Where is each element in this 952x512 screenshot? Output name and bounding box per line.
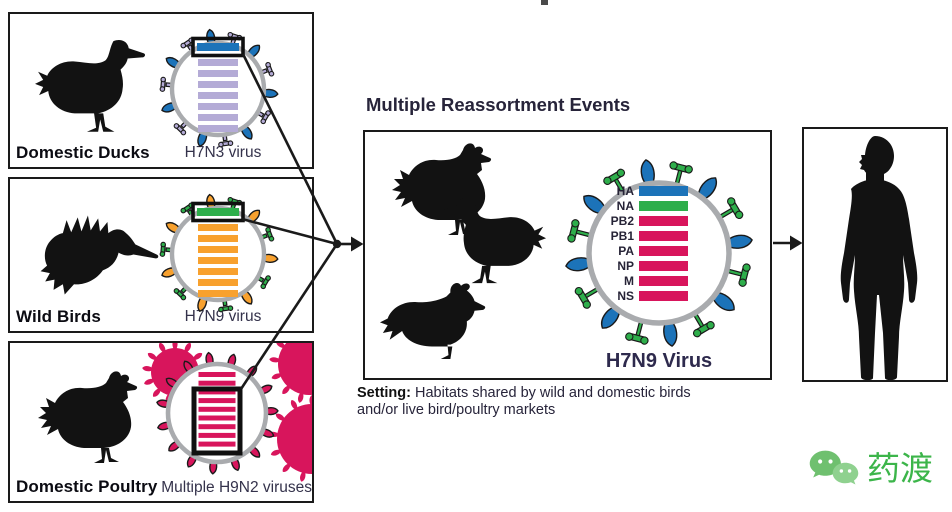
wechat-icon bbox=[809, 450, 859, 485]
chicken-icon bbox=[38, 371, 138, 463]
segment-bar bbox=[639, 215, 688, 226]
h7n9-reassorted-virus-diagram bbox=[556, 150, 762, 361]
genome-segment-row: PA bbox=[594, 243, 688, 258]
panel-human bbox=[802, 127, 948, 382]
reassorted-virus-label: H7N9 Virus bbox=[605, 350, 713, 372]
setting-note: Setting: Habitats shared by wild and dom… bbox=[357, 385, 702, 420]
genome-segment-row: NP bbox=[594, 258, 688, 273]
watermark-brand: 药渡 bbox=[867, 449, 933, 487]
panel-label: Domestic Ducks bbox=[16, 143, 150, 162]
watermark: 药渡 bbox=[808, 447, 933, 489]
genome-segment-row: M bbox=[594, 273, 688, 288]
duck-icon bbox=[442, 197, 547, 284]
segment-label: PB1 bbox=[610, 228, 634, 243]
h7n9-wild-virus-diagram bbox=[149, 185, 287, 328]
crop-artifact bbox=[541, 0, 548, 5]
setting-label: Setting: bbox=[357, 385, 411, 401]
segment-label: PB2 bbox=[610, 213, 634, 228]
h9n2-virus-diagram bbox=[147, 343, 287, 488]
h7n3-virus-diagram bbox=[149, 20, 287, 163]
segment-bar bbox=[639, 290, 688, 301]
segment-label: NP bbox=[617, 258, 634, 273]
segment-label: HA bbox=[616, 183, 634, 198]
genome-segment-row: PB1 bbox=[594, 228, 688, 243]
quail-icon bbox=[379, 282, 486, 360]
genome-segment-row: HA bbox=[594, 183, 688, 198]
duck-icon bbox=[35, 39, 146, 132]
segment-label: NA bbox=[616, 198, 634, 213]
genome-segment-row: PB2 bbox=[594, 213, 688, 228]
segment-bar bbox=[639, 200, 688, 211]
setting-line1: Habitats shared by wild and domestic bir… bbox=[410, 385, 691, 401]
setting-line2: and/or live bird/poultry markets bbox=[357, 402, 556, 419]
segment-label: PA bbox=[618, 243, 634, 258]
h9n2-background-virus-icon bbox=[268, 395, 312, 482]
segment-bar bbox=[639, 245, 688, 256]
virus-label: Multiple H9N2 viruses bbox=[161, 479, 312, 496]
genome-segment-row: NA bbox=[594, 198, 688, 213]
segment-bar bbox=[639, 185, 688, 196]
human-icon bbox=[840, 136, 918, 380]
segment-bar bbox=[639, 260, 688, 271]
segment-bar bbox=[639, 275, 688, 286]
arrowhead-human bbox=[790, 235, 803, 251]
center-title: Multiple Reassortment Events bbox=[366, 94, 631, 115]
panel-label: Domestic Poultry bbox=[16, 477, 158, 496]
segment-label: M bbox=[624, 273, 634, 288]
junction-dot bbox=[332, 239, 342, 249]
flying-bird-icon bbox=[40, 215, 159, 295]
segment-label: NS bbox=[617, 288, 634, 303]
panel-label: Wild Birds bbox=[16, 307, 101, 326]
genome-segment-row: NS bbox=[594, 288, 688, 303]
segment-bar bbox=[639, 230, 688, 241]
arrowhead-center bbox=[351, 236, 364, 252]
